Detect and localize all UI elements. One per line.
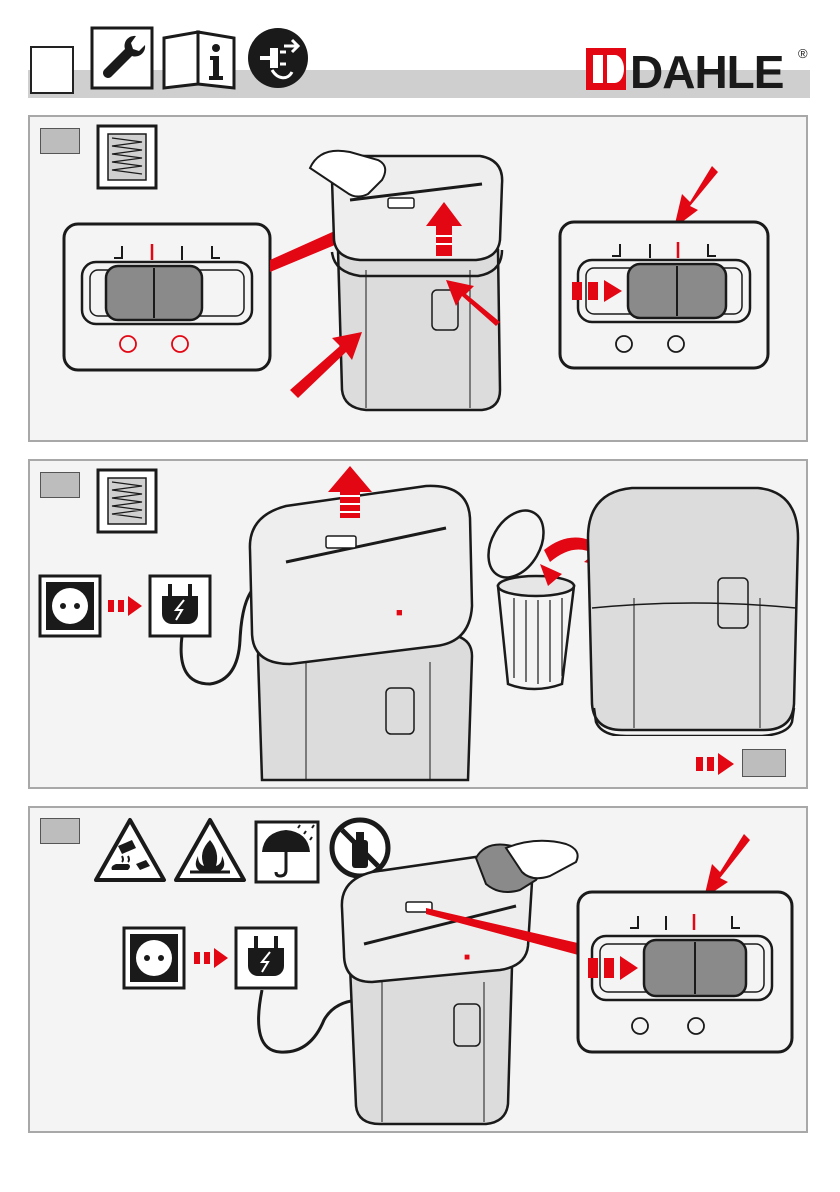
basket-illustration (582, 478, 804, 736)
next-step-arrow-icon (696, 751, 736, 777)
step-number-box (30, 46, 74, 94)
unplug-icon (246, 26, 310, 90)
shredded-paper-icon (96, 124, 158, 190)
corrosive-warning-icon (92, 816, 168, 884)
shredded-paper-icon (96, 468, 158, 534)
next-step-tab (742, 749, 786, 777)
svg-text:■: ■ (464, 952, 470, 963)
keep-dry-icon (254, 820, 320, 884)
flammable-warning-icon (172, 816, 248, 884)
arrow-right-icon (108, 594, 144, 618)
shredder-lid-lift-illustration (270, 140, 510, 420)
manual-info-icon (160, 26, 240, 90)
slider-switch-right (558, 162, 772, 372)
shredder-cleaning-illustration: ■ (336, 836, 586, 1128)
wall-socket-icon (122, 926, 186, 990)
wall-socket-icon (38, 574, 102, 638)
panel-2-step-tab (40, 472, 80, 498)
wrench-icon (90, 26, 154, 90)
slider-switch-right (576, 832, 796, 1056)
dahle-logo: DAHLE ® (586, 40, 812, 94)
svg-text:®: ® (798, 46, 808, 61)
shredder-head-removed-illustration: ■ (246, 466, 486, 788)
panel-3-step-tab (40, 818, 80, 844)
svg-text:DAHLE: DAHLE (630, 46, 783, 94)
svg-text:■: ■ (396, 607, 403, 619)
arrow-right-icon (194, 946, 230, 970)
plug-icon (234, 926, 298, 990)
panel-1-step-tab (40, 128, 80, 154)
slider-switch-left (62, 222, 272, 372)
